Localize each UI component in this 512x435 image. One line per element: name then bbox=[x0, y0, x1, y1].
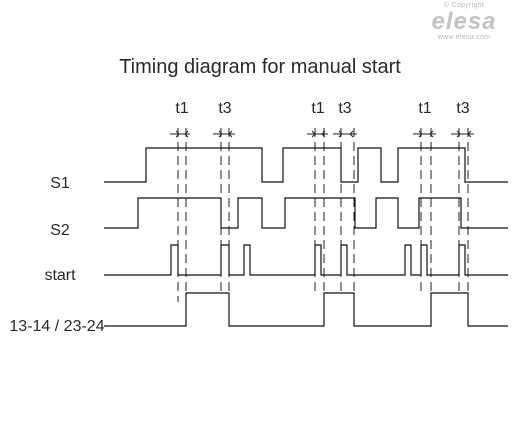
waveform-s2 bbox=[104, 197, 508, 229]
signal-label-s1: S1 bbox=[50, 175, 70, 192]
waveform-output bbox=[104, 292, 508, 327]
timing-dimension-arrows bbox=[170, 130, 474, 138]
diagram-title: Timing diagram for manual start bbox=[119, 56, 401, 78]
waveforms bbox=[104, 147, 508, 327]
marker-label-t3-3: t3 bbox=[456, 100, 469, 117]
marker-label-t3-2: t3 bbox=[338, 100, 351, 117]
marker-label-t1-2: t1 bbox=[311, 100, 324, 117]
watermark-brand: elesa bbox=[431, 8, 497, 35]
signal-label-s2: S2 bbox=[50, 222, 70, 239]
waveform-start bbox=[104, 244, 508, 276]
marker-label-t1-1: t1 bbox=[175, 100, 188, 117]
signal-label-start: start bbox=[44, 267, 76, 284]
elesa-watermark: © Copyright elesa www.elesa.com bbox=[422, 2, 506, 42]
marker-label-t3-1: t3 bbox=[218, 100, 231, 117]
marker-label-t1-3: t1 bbox=[418, 100, 431, 117]
signal-label-output: 13-14 / 23-24 bbox=[9, 318, 104, 335]
watermark-url: www.elesa.com bbox=[437, 34, 491, 41]
waveform-s1 bbox=[104, 147, 508, 183]
watermark-copyright: © Copyright bbox=[443, 2, 485, 9]
time-reference-lines bbox=[177, 128, 469, 326]
